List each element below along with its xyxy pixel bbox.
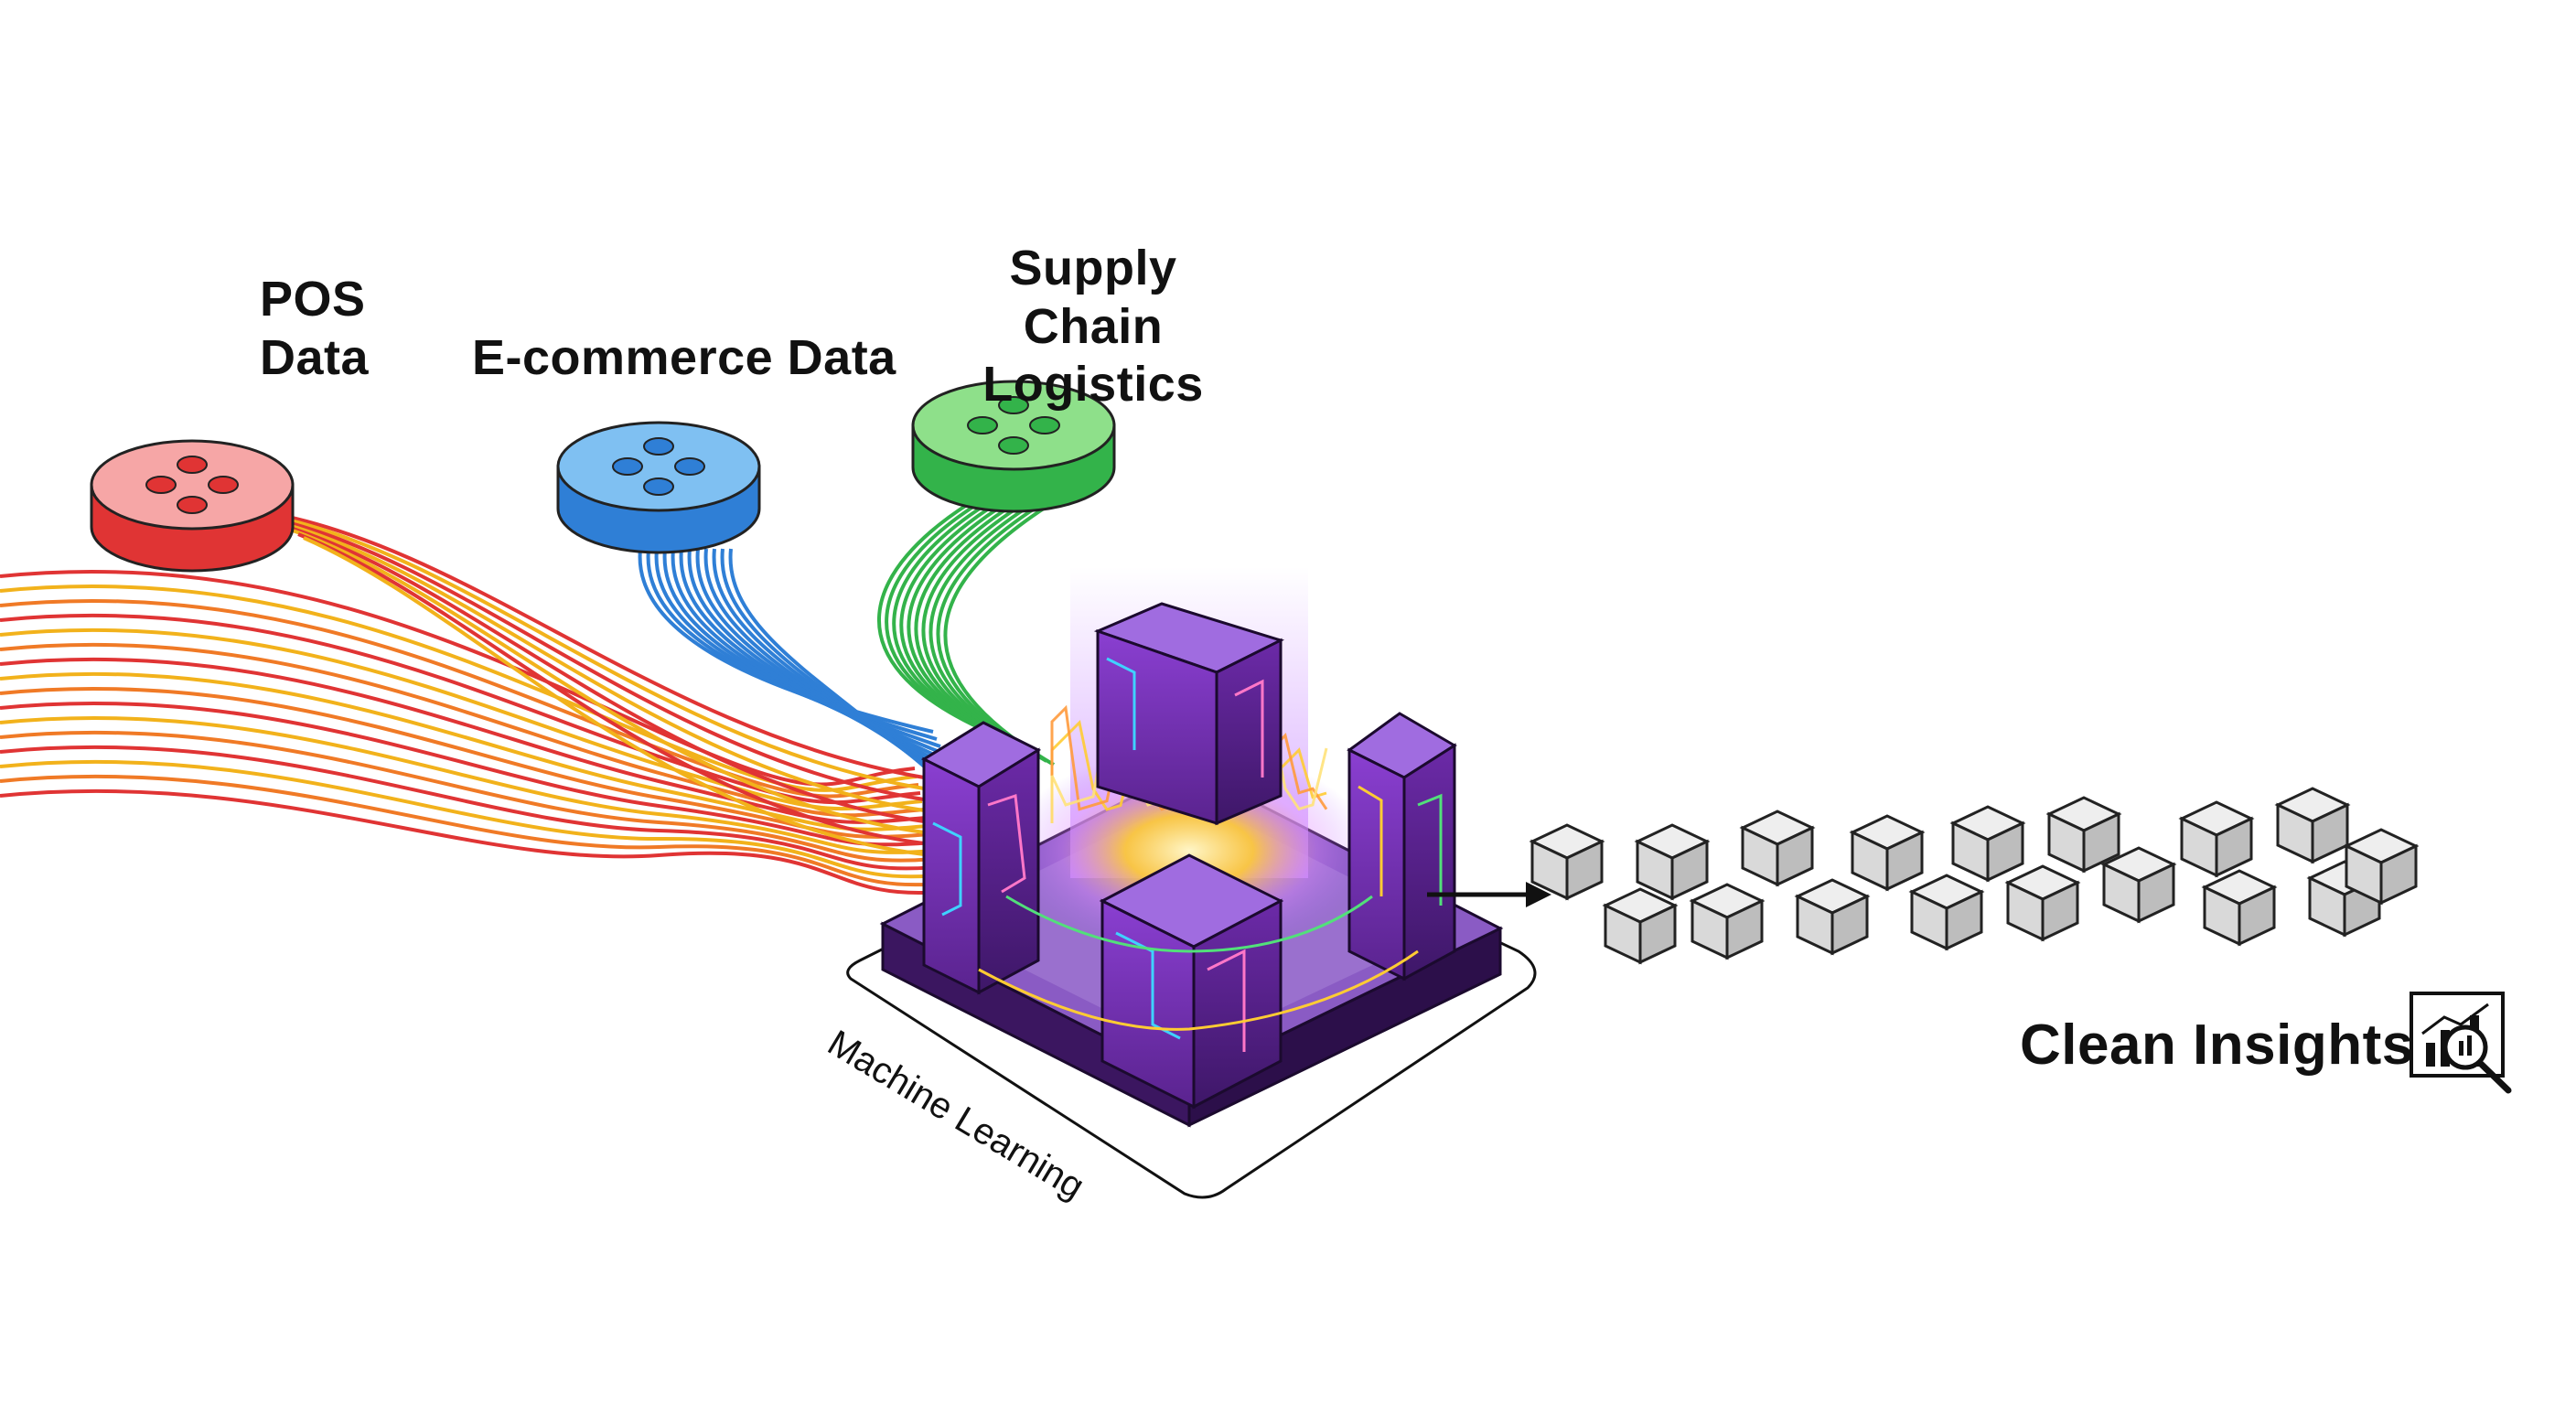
- data-source-discs: [90, 380, 1116, 573]
- stream-line-ecommerce: [638, 548, 934, 734]
- circuit-trace: [1106, 657, 1136, 750]
- insight-block: [1739, 810, 1816, 887]
- circuit-trace: [1207, 949, 1246, 1052]
- insight-blocks: [1529, 787, 2420, 965]
- circuit-trace: [1005, 895, 1373, 953]
- stream-line: [0, 730, 936, 863]
- insight-block: [1908, 874, 1985, 951]
- circuit-trace: [1234, 679, 1264, 778]
- insight-block: [2045, 796, 2122, 874]
- stream-line-supply: [876, 501, 989, 734]
- stream-line-supply: [928, 501, 1040, 759]
- stream-line: [0, 627, 923, 811]
- insight-block: [1949, 805, 2026, 883]
- stream-line-pos: [297, 532, 925, 845]
- stream-line-supply: [914, 501, 1025, 752]
- ml-tower-back: [1093, 602, 1285, 826]
- insight-block: [1689, 883, 1766, 960]
- output-label-clean-insights: Clean Insights: [2020, 1014, 2414, 1077]
- ml-tower-right: [1347, 712, 1457, 981]
- stream-line-pos: [264, 510, 925, 779]
- source-label-ecommerce: E-commerce Data: [472, 330, 896, 385]
- stream-line-supply: [936, 501, 1047, 763]
- stream-line-supply: [907, 501, 1018, 748]
- insight-block: [1794, 878, 1871, 956]
- stream-line: [0, 745, 938, 871]
- ml-processor: Machine Learning: [821, 567, 1537, 1207]
- stream-line-ecommerce: [662, 548, 945, 756]
- insight-block: [2343, 828, 2420, 906]
- stream-line-ecommerce: [671, 548, 949, 763]
- stream-line-pos: [286, 525, 925, 823]
- ml-tower-left: [920, 721, 1042, 995]
- ml-circuit-traces: [932, 657, 1443, 1052]
- stream-line: [0, 686, 930, 839]
- insight-block: [1849, 814, 1926, 892]
- stream-line-supply: [899, 501, 1011, 745]
- circuit-trace: [978, 949, 1419, 1031]
- insight-block: [1602, 887, 1679, 965]
- source-disc-pos: [90, 439, 295, 573]
- stream-line-pos: [275, 518, 925, 801]
- insight-block: [2178, 800, 2255, 878]
- stream-line: [0, 774, 941, 887]
- stream-line-supply: [943, 501, 1056, 767]
- stream-line-supply: [921, 501, 1033, 756]
- insight-block: [2100, 846, 2177, 924]
- output-arrow: [1427, 882, 1551, 907]
- stream-line-ecommerce: [646, 548, 938, 741]
- source-label-supply-chain: Supply Chain Logistics: [982, 241, 1204, 413]
- stream-line: [0, 759, 939, 879]
- circuit-trace: [1358, 785, 1383, 896]
- stream-line: [0, 598, 919, 799]
- data-streams: [0, 501, 1056, 895]
- stream-line: [0, 788, 943, 895]
- insight-block: [1529, 823, 1605, 901]
- stream-line-supply: [892, 501, 1004, 741]
- ml-tower-front: [1099, 853, 1284, 1110]
- source-disc-ecommerce: [556, 421, 761, 554]
- source-disc-supply: [911, 380, 1116, 513]
- stream-line: [0, 715, 934, 854]
- stream-line: [0, 657, 927, 824]
- source-label-pos: POS Data: [260, 272, 370, 385]
- insight-block: [2004, 864, 2081, 942]
- circuit-trace: [987, 793, 1026, 894]
- circuit-trace: [932, 821, 962, 917]
- stream-line-ecommerce: [654, 548, 941, 748]
- stream-line-pos: [270, 514, 925, 790]
- circuit-trace: [1417, 793, 1443, 906]
- stream-line-pos: [303, 536, 925, 856]
- stream-line-pos: [281, 521, 925, 812]
- insight-block: [1634, 823, 1711, 901]
- stream-line-pos: [292, 529, 925, 834]
- chart-magnifier-icon: [2410, 992, 2512, 1094]
- stream-line-supply: [885, 501, 996, 737]
- insight-block: [2201, 869, 2278, 947]
- ml-outline-plate: [846, 794, 1537, 1199]
- circuit-trace: [1115, 931, 1181, 1040]
- insight-block: [2274, 787, 2351, 864]
- stream-line: [0, 701, 932, 847]
